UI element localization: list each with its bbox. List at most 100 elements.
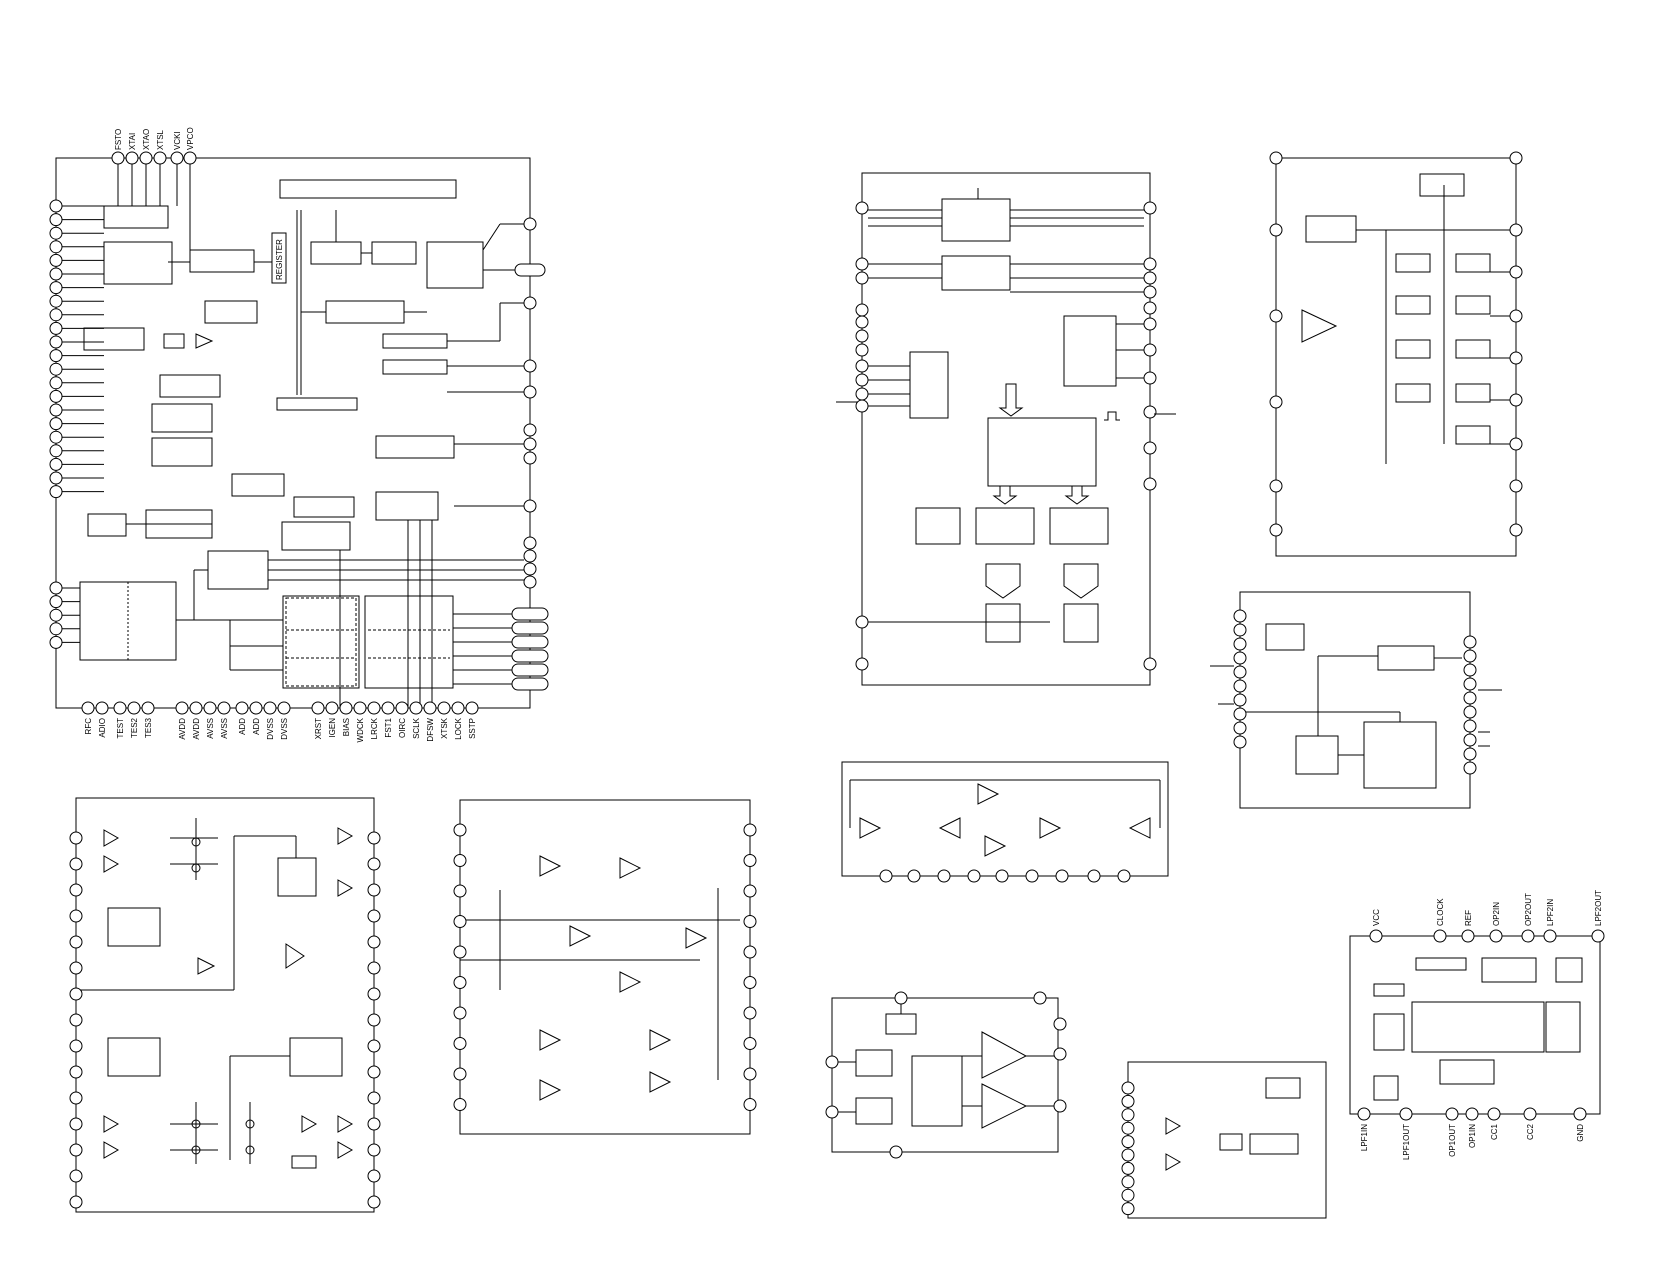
ic-pin [49, 281, 63, 295]
ic-pin [1121, 1081, 1135, 1095]
pin-label: XTSK [440, 717, 449, 739]
ic-pin [249, 701, 263, 715]
ic-pin [69, 1013, 83, 1027]
ic-pin [49, 376, 63, 390]
ic-pin [855, 271, 869, 285]
pin-label: XTAO [142, 129, 151, 150]
pin-label: LPF1IN [1360, 1124, 1369, 1151]
ic-pin [409, 701, 423, 715]
ic-pin [1521, 929, 1535, 943]
ic-pin [1445, 1107, 1459, 1121]
pin-label: BIAS [342, 718, 351, 736]
ic-pin [69, 1195, 83, 1209]
ic-pin [1269, 223, 1283, 237]
ic-pin [1143, 257, 1157, 271]
ic-pin [1463, 677, 1477, 691]
ic-pin [49, 240, 63, 254]
ic-pin [367, 1091, 381, 1105]
ic-inverter-strip-outline [841, 761, 1169, 877]
pin-label: XRST [314, 718, 323, 739]
ic-pin [1143, 441, 1157, 455]
ic-pin [49, 417, 63, 431]
ic-pin [453, 823, 467, 837]
ic-pin [1433, 929, 1447, 943]
pin-label: WDCK [356, 717, 365, 742]
ic-pin [453, 1067, 467, 1081]
ic-pin [1121, 1094, 1135, 1108]
ic-pin [1117, 869, 1131, 883]
ic-pin [113, 701, 127, 715]
ic-pin [1143, 477, 1157, 491]
pin-label: LPF2IN [1546, 899, 1555, 926]
ic-pin [1121, 1175, 1135, 1189]
ic-pin [1143, 405, 1157, 419]
ic-bottom-center-block [825, 991, 1067, 1159]
ic-pin [743, 823, 757, 837]
ic-pin [1233, 735, 1247, 749]
ic-pin [49, 321, 63, 335]
pin-label: OP2OUT [1524, 893, 1533, 926]
ic-mid-right-block [1210, 591, 1502, 809]
ic-pin [95, 701, 109, 715]
pin-label: VCKI [173, 131, 182, 150]
ic-pin [367, 883, 381, 897]
pin-label: CC1 [1490, 1123, 1499, 1140]
ic-pin [49, 403, 63, 417]
ic-pin [1591, 929, 1605, 943]
ic-pin [967, 869, 981, 883]
ic-pin [49, 199, 63, 213]
ic-pin [1573, 1107, 1587, 1121]
ic-pin [743, 1067, 757, 1081]
ic-pin [49, 444, 63, 458]
ic-pin [367, 1195, 381, 1209]
ic-pin [907, 869, 921, 883]
ic-pin [1509, 393, 1523, 407]
ic-pin [743, 915, 757, 928]
ic-pin [855, 359, 869, 373]
ic-pin [1269, 151, 1283, 165]
pin-label: VPCO [186, 127, 195, 150]
ic-pin [49, 349, 63, 363]
ic-pin [1463, 733, 1477, 747]
ic-pin [69, 935, 83, 949]
ic-bottom-center-left-outline [459, 799, 751, 1135]
ic-pin [937, 869, 951, 883]
ic-pin [1233, 721, 1247, 735]
ic-pin [855, 657, 869, 671]
ic-pin [453, 976, 467, 989]
ic-pin [1269, 395, 1283, 409]
ic-pin [49, 226, 63, 240]
ic-pin [69, 1065, 83, 1079]
ic-pin [141, 701, 155, 715]
ic-pin [367, 1117, 381, 1131]
ic-pin [1509, 437, 1523, 451]
ic-pin [1463, 761, 1477, 775]
ic-pin [1463, 635, 1477, 649]
ic-pin [879, 869, 893, 883]
ic-pin [453, 854, 467, 867]
ic-pin [1233, 609, 1247, 623]
ic-pin [743, 1006, 757, 1020]
ic-pin [1463, 719, 1477, 733]
ic-pin [855, 615, 869, 629]
ic-pin [1233, 707, 1247, 721]
pin-label: FSTO [114, 129, 123, 150]
ic-pin [49, 362, 63, 376]
ic-pin [1143, 285, 1157, 299]
ic-pin [1463, 691, 1477, 705]
pin-label: IGEN [328, 718, 337, 738]
ic-pin [367, 1065, 381, 1079]
pin-label: TES3 [144, 717, 153, 738]
ic-pin [1509, 151, 1523, 165]
ic-pin [49, 485, 63, 499]
ic-inverter-strip-block [841, 761, 1169, 883]
ic-pin [855, 387, 869, 401]
pin-label: SCLK [412, 717, 421, 739]
ic-pin [49, 471, 63, 485]
ic-pin [1121, 1135, 1135, 1149]
ic-bottom-left-block [69, 797, 381, 1213]
ic-pin [69, 961, 83, 975]
ic-pin [1143, 301, 1157, 315]
ic-pin [743, 884, 757, 898]
ic-pin [1143, 271, 1157, 285]
